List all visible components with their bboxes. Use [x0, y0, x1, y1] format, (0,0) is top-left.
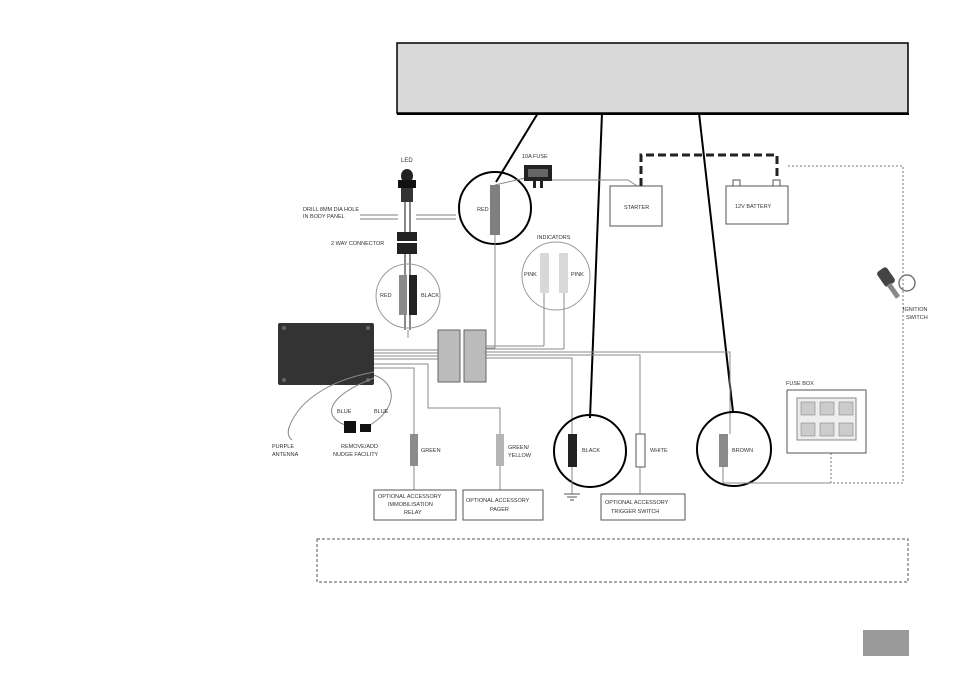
fuse-box-icon	[786, 389, 867, 454]
key-icon	[877, 267, 916, 299]
led-icon	[398, 169, 416, 202]
nudge-connector-left	[344, 421, 356, 433]
starter-box	[609, 185, 663, 227]
brown-wire	[719, 434, 728, 467]
blue-right-label: BLUE	[374, 409, 389, 415]
led-red-label: RED	[380, 293, 392, 299]
brown-label: BROWN	[732, 448, 753, 454]
led-black-label: BLACK	[421, 293, 439, 299]
white-wire	[635, 433, 646, 468]
purple-label-1: PURPLE	[272, 444, 294, 450]
red-wire-label: RED	[477, 207, 489, 213]
callout-box-top	[396, 42, 909, 114]
fuse-box-label: FUSE BOX	[786, 381, 814, 387]
green-wire	[410, 434, 418, 466]
pink-wire-left	[540, 253, 549, 293]
led-wires-circle	[375, 263, 441, 329]
trigger-box	[600, 493, 686, 521]
page-tab	[863, 630, 909, 656]
purple-label-2: ANTENNA	[272, 452, 299, 458]
brown-wire-circle	[696, 411, 772, 487]
connector-left	[437, 329, 461, 383]
pointer-line-black	[589, 112, 603, 419]
black-wire-circle	[553, 414, 627, 488]
pink-left-label: PINK	[524, 272, 537, 278]
fuse-10a-label: 10A FUSE	[522, 154, 548, 160]
relay-box	[373, 489, 457, 521]
control-unit	[278, 323, 374, 385]
starter-label: STARTER	[624, 205, 649, 211]
drill-label-1: DRILL 8MM DIA HOLE	[303, 207, 359, 213]
battery-box	[725, 185, 789, 225]
pager-label-2: PAGER	[490, 507, 509, 513]
fuse-icon	[524, 165, 552, 188]
battery-cable	[639, 153, 779, 186]
relay-label-2: IMMOBILISATION	[388, 502, 433, 508]
indicators-circle	[521, 241, 591, 311]
pink-wire-right	[559, 253, 568, 293]
green-yellow-label-1: GREEN/	[508, 445, 530, 451]
pink-right-label: PINK	[571, 272, 584, 278]
battery-label: 12V BATTERY	[735, 204, 772, 210]
green-yellow-label-2: YELLOW	[508, 453, 532, 459]
trigger-label-1: OPTIONAL ACCESSORY	[605, 500, 669, 506]
connector-right	[463, 329, 487, 383]
relay-label-3: RELAY	[404, 510, 422, 516]
trigger-label-2: TRIGGER SWITCH	[611, 509, 659, 515]
pointer-line-brown	[698, 112, 734, 413]
green-label: GREEN	[421, 448, 441, 454]
drill-label-2: IN BODY PANEL	[303, 214, 345, 220]
indicators-label: INDICATORS	[537, 235, 571, 241]
black-wire	[568, 434, 577, 467]
led-label: LED	[401, 158, 413, 164]
white-label: WHITE	[650, 448, 668, 454]
note-box-bottom	[316, 538, 909, 583]
green-yellow-wire	[496, 434, 504, 466]
black-label: BLACK	[582, 448, 600, 454]
blue-left-label: BLUE	[337, 409, 352, 415]
two-way-connector-label: 2 WAY CONNECTOR	[331, 241, 384, 247]
nudge-connector-right	[360, 424, 371, 432]
nudge-label-1: REMOVE/ADD	[341, 444, 378, 450]
pager-box	[462, 489, 544, 521]
two-way-connector	[397, 232, 417, 241]
ground-icon	[564, 493, 580, 501]
ignition-label-1: IGNITION	[903, 307, 927, 313]
relay-label-1: OPTIONAL ACCESSORY	[378, 494, 442, 500]
pager-label-1: OPTIONAL ACCESSORY	[466, 498, 530, 504]
red-wire	[490, 185, 500, 235]
ignition-label-2: SWITCH	[906, 315, 928, 321]
pointer-line-red	[495, 112, 539, 183]
nudge-label-2: NUDGE FACILITY	[333, 452, 379, 458]
